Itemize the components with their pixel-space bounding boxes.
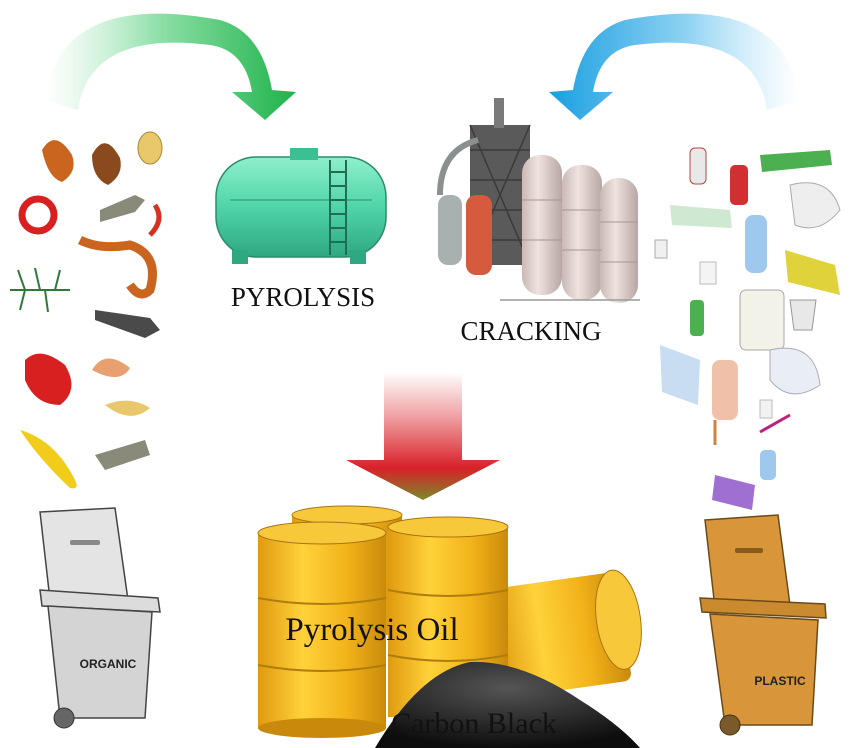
storage-tank-icon: [215, 148, 387, 264]
pyrolysis-label: PYROLYSIS: [231, 282, 375, 312]
plastic-bin-icon: [699, 514, 827, 736]
green-curved-arrow-icon: [45, 13, 296, 120]
oil-barrels-icon: [257, 505, 642, 738]
carbon-black-label: Carbon Black: [391, 707, 557, 740]
plastic-bin-label: PLASTIC: [754, 674, 806, 688]
red-down-arrow-icon: [346, 372, 500, 500]
cracking-plant-icon: [437, 98, 640, 303]
pyrolysis-oil-label: Pyrolysis Oil: [285, 612, 458, 648]
plastic-waste-icon: [654, 147, 841, 510]
blue-curved-arrow-icon: [549, 13, 800, 120]
cracking-label: CRACKING: [460, 316, 601, 346]
organic-bin-label: ORGANIC: [80, 657, 137, 671]
organic-bin-icon: [39, 507, 161, 729]
carbon-black-pile-icon: [375, 661, 640, 748]
organic-waste-icon: [10, 131, 163, 489]
